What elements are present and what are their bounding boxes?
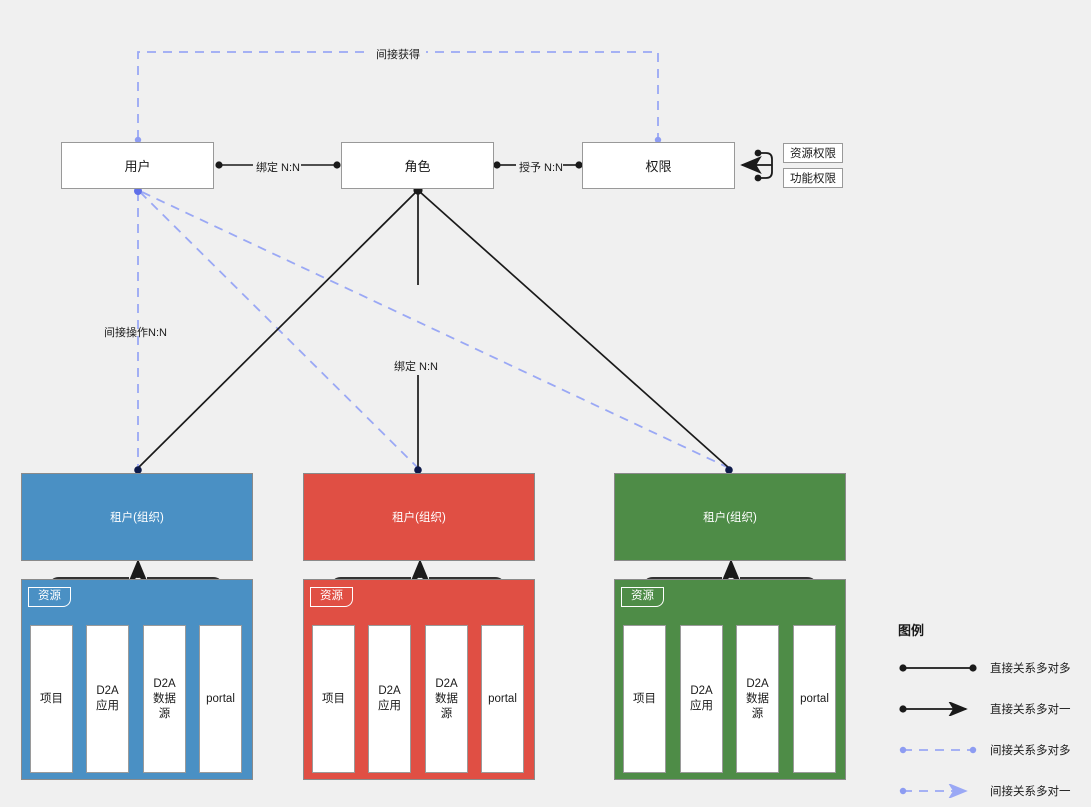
entity-permission[interactable]: 权限 bbox=[582, 142, 735, 189]
edge-role-tenants bbox=[134, 185, 733, 474]
resource-item[interactable]: D2A数据源 bbox=[143, 625, 186, 773]
legend-item-direct-many-to-one: 直接关系多对一 bbox=[898, 694, 1083, 724]
entity-resource-permission[interactable]: 资源权限 bbox=[783, 143, 843, 163]
entity-role[interactable]: 角色 bbox=[341, 142, 494, 189]
resource-item[interactable]: portal bbox=[199, 625, 242, 773]
resource-item[interactable]: 项目 bbox=[623, 625, 666, 773]
tenant-green-label: 租户(组织) bbox=[703, 512, 757, 524]
entity-role-label: 角色 bbox=[404, 159, 431, 174]
tenant-red-resource-tab: 资源 bbox=[310, 587, 353, 607]
resource-item[interactable]: portal bbox=[793, 625, 836, 773]
tenant-red-box[interactable]: 租户(组织) bbox=[303, 473, 535, 561]
tenant-blue-label: 租户(组织) bbox=[110, 512, 164, 524]
edge-label-indirect-operate: 间接操作N:N bbox=[104, 327, 167, 339]
legend-swatch-solid-dot-dot bbox=[899, 664, 977, 672]
legend-swatch-dashed-dot-arrow bbox=[899, 784, 968, 798]
edge-user-tenants-indirect bbox=[134, 187, 733, 474]
legend-label: 直接关系多对一 bbox=[990, 704, 1071, 716]
tenant-blue-box[interactable]: 租户(组织) bbox=[21, 473, 253, 561]
edge-label-role-permission: 授予 N:N bbox=[519, 162, 563, 174]
legend-label: 直接关系多对多 bbox=[990, 663, 1071, 675]
tenant-green-resource-tab: 资源 bbox=[621, 587, 664, 607]
resource-item-label: portal bbox=[488, 692, 517, 705]
resource-item-label: D2A应用 bbox=[96, 685, 119, 712]
resource-item-label: portal bbox=[206, 692, 235, 705]
resource-item-label: D2A数据源 bbox=[746, 677, 769, 720]
resource-item[interactable]: 项目 bbox=[312, 625, 355, 773]
resource-item[interactable]: 项目 bbox=[30, 625, 73, 773]
tenant-green-box[interactable]: 租户(组织) bbox=[614, 473, 846, 561]
legend-item-indirect-many-to-many: 间接关系多对多 bbox=[898, 735, 1083, 765]
resource-item[interactable]: D2A数据源 bbox=[425, 625, 468, 773]
resource-item-label: D2A数据源 bbox=[153, 677, 176, 720]
legend-swatch-solid-dot-arrow bbox=[899, 702, 968, 716]
resource-item-label: D2A数据源 bbox=[435, 677, 458, 720]
entity-permission-label: 权限 bbox=[645, 159, 672, 174]
resource-item[interactable]: D2A数据源 bbox=[736, 625, 779, 773]
edge-label-indirect-acquire: 间接获得 bbox=[370, 46, 426, 62]
edge-label-user-role: 绑定 N:N bbox=[256, 162, 300, 174]
resource-item[interactable]: D2A应用 bbox=[368, 625, 411, 773]
entity-user[interactable]: 用户 bbox=[61, 142, 214, 189]
resource-item[interactable]: portal bbox=[481, 625, 524, 773]
edge-label-role-tenant: 绑定 N:N bbox=[394, 361, 438, 373]
entity-user-label: 用户 bbox=[124, 159, 151, 174]
entity-resource-permission-label: 资源权限 bbox=[790, 148, 836, 160]
legend-swatch-dashed-dot-dot bbox=[899, 746, 977, 754]
resource-item-label: 项目 bbox=[40, 692, 63, 705]
legend: 图例 直接关系多对多 直接关系多对一 bbox=[898, 620, 1083, 807]
resource-item-label: 项目 bbox=[633, 692, 656, 705]
entity-function-permission[interactable]: 功能权限 bbox=[783, 168, 843, 188]
legend-label: 间接关系多对一 bbox=[990, 786, 1071, 798]
edge-user-permission-indirect bbox=[134, 51, 662, 144]
resource-item[interactable]: D2A应用 bbox=[86, 625, 129, 773]
resource-item-label: 项目 bbox=[322, 692, 345, 705]
legend-label: 间接关系多对多 bbox=[990, 745, 1071, 757]
edge-permission-subtypes bbox=[740, 149, 773, 182]
tenant-blue-resource-tab: 资源 bbox=[28, 587, 71, 607]
legend-title: 图例 bbox=[898, 623, 925, 638]
legend-item-direct-many-to-many: 直接关系多对多 bbox=[898, 653, 1083, 683]
resource-item[interactable]: D2A应用 bbox=[680, 625, 723, 773]
resource-item-label: portal bbox=[800, 692, 829, 705]
legend-item-indirect-many-to-one: 间接关系多对一 bbox=[898, 776, 1083, 806]
entity-function-permission-label: 功能权限 bbox=[790, 173, 836, 185]
resource-item-label: D2A应用 bbox=[690, 685, 713, 712]
tenant-red-label: 租户(组织) bbox=[392, 512, 446, 524]
resource-item-label: D2A应用 bbox=[378, 685, 401, 712]
